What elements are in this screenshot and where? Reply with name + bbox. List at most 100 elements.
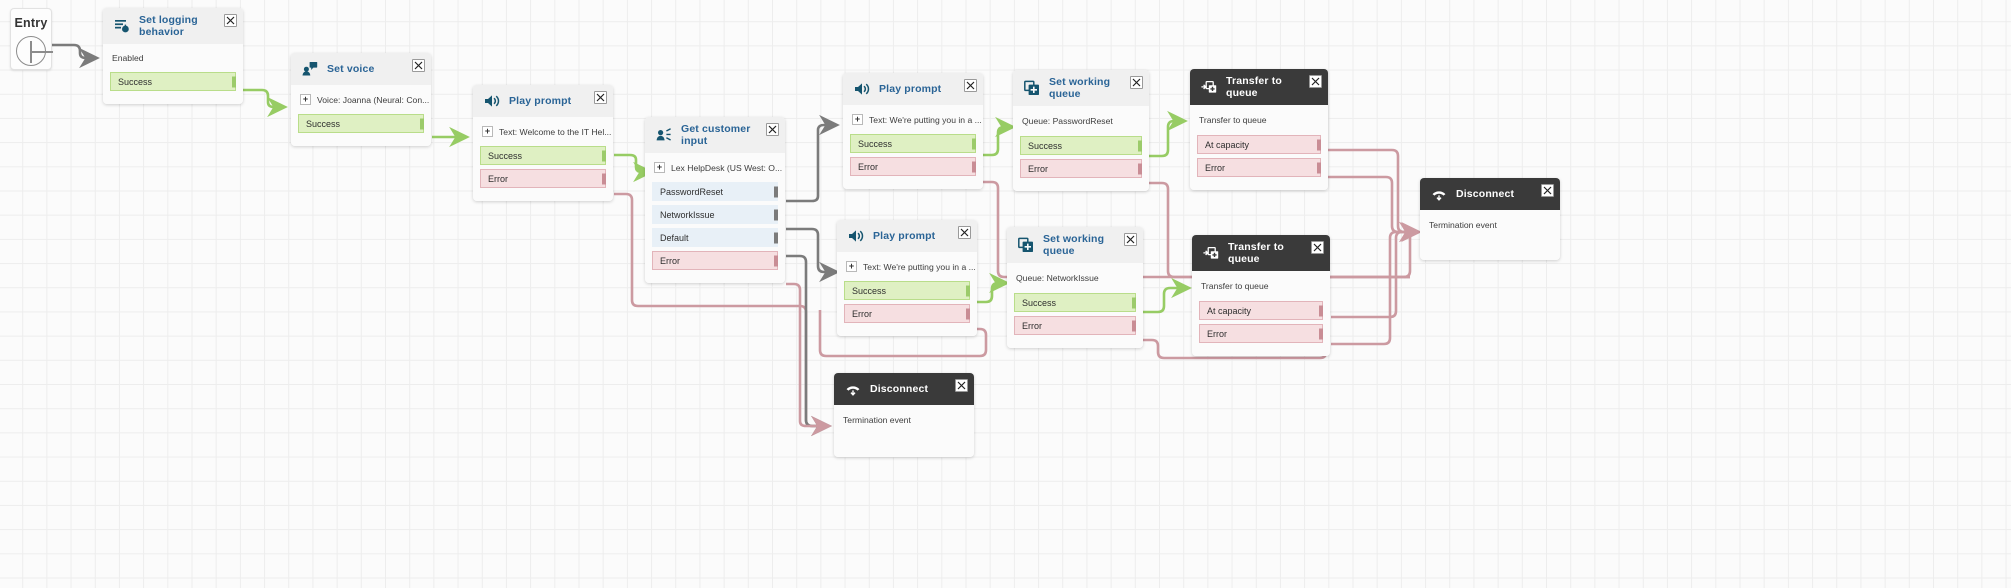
- branch-port[interactable]: [602, 173, 606, 184]
- node-body: Transfer to queue At capacity Error: [1192, 271, 1330, 356]
- branch-success[interactable]: Success: [110, 72, 236, 91]
- node-header: Transfer to queue: [1190, 69, 1328, 105]
- node-header: Set logging behavior: [103, 8, 243, 44]
- branch-at-capacity[interactable]: At capacity: [1197, 135, 1321, 154]
- node-param[interactable]: + Voice: Joanna (Neural: Con...: [291, 85, 431, 114]
- branch-label: Error: [858, 161, 878, 172]
- close-icon[interactable]: [1124, 233, 1137, 246]
- branch-default[interactable]: Default: [652, 228, 778, 247]
- disconnect-icon: [1429, 184, 1449, 204]
- node-disconnect-bottom[interactable]: Disconnect Termination event: [834, 373, 974, 457]
- node-param-text: Queue: NetworkIssue: [1016, 273, 1099, 283]
- node-param-text: Voice: Joanna (Neural: Con...: [317, 94, 430, 105]
- close-icon[interactable]: [1311, 241, 1324, 254]
- node-play-prompt-network-queue[interactable]: Play prompt + Text: We're putting you in…: [837, 220, 977, 336]
- expand-plus-icon[interactable]: +: [482, 126, 493, 137]
- branch-port[interactable]: [1138, 140, 1142, 151]
- speaker-icon: [482, 91, 502, 111]
- node-disconnect-right[interactable]: Disconnect Termination event: [1420, 178, 1560, 260]
- branch-port[interactable]: [420, 118, 424, 129]
- branch-error[interactable]: Error: [1199, 324, 1323, 343]
- branch-success[interactable]: Success: [298, 114, 424, 133]
- branch-networkissue[interactable]: NetworkIssue: [652, 205, 778, 224]
- wire-transfer-net-error: [1331, 230, 1416, 346]
- branch-success[interactable]: Success: [850, 134, 976, 153]
- close-icon[interactable]: [964, 79, 977, 92]
- node-play-prompt-password-queue[interactable]: Play prompt + Text: We're putting you in…: [843, 73, 983, 189]
- branch-port[interactable]: [232, 76, 236, 87]
- branch-port[interactable]: [774, 209, 778, 220]
- node-set-logging-behavior[interactable]: Set logging behavior Enabled Success: [103, 8, 243, 104]
- branch-port[interactable]: [972, 138, 976, 149]
- node-param[interactable]: + Text: We're putting you in a ...: [843, 105, 983, 134]
- branch-at-capacity[interactable]: At capacity: [1199, 301, 1323, 320]
- close-icon[interactable]: [955, 379, 968, 392]
- close-icon[interactable]: [1309, 75, 1322, 88]
- branch-passwordreset[interactable]: PasswordReset: [652, 182, 778, 201]
- branch-error[interactable]: Error: [850, 157, 976, 176]
- branch-port[interactable]: [774, 186, 778, 197]
- close-icon[interactable]: [224, 14, 237, 27]
- node-title: Set working queue: [1043, 233, 1105, 257]
- node-param[interactable]: + Lex HelpDesk (US West: O...: [645, 153, 785, 182]
- close-icon[interactable]: [412, 59, 425, 72]
- branch-port[interactable]: [1317, 139, 1321, 150]
- close-icon[interactable]: [1130, 76, 1143, 89]
- entry-node[interactable]: Entry: [10, 8, 53, 70]
- wire-entry-to-logging: [51, 43, 100, 69]
- branch-port[interactable]: [1132, 297, 1136, 308]
- expand-plus-icon[interactable]: +: [852, 114, 863, 125]
- branch-error[interactable]: Error: [480, 169, 606, 188]
- branch-label: Success: [488, 150, 523, 161]
- node-transfer-to-queue-password[interactable]: Transfer to queue Transfer to queue At c…: [1190, 69, 1328, 190]
- node-param-text: Termination event: [843, 415, 911, 425]
- node-header: Play prompt: [837, 220, 977, 252]
- node-title: Set logging behavior: [139, 14, 198, 38]
- node-param[interactable]: Enabled: [103, 44, 243, 72]
- branch-error[interactable]: Error: [652, 251, 778, 270]
- node-header: Play prompt: [473, 85, 613, 117]
- node-param[interactable]: + Text: We're putting you in a ...: [837, 252, 977, 281]
- branch-error[interactable]: Error: [844, 304, 970, 323]
- branch-port[interactable]: [1138, 163, 1142, 174]
- node-title: Play prompt: [509, 95, 572, 107]
- close-icon[interactable]: [766, 123, 779, 136]
- node-header: Disconnect: [834, 373, 974, 405]
- node-set-working-queue-password[interactable]: Set working queue Queue: PasswordReset S…: [1013, 70, 1149, 191]
- branch-success[interactable]: Success: [844, 281, 970, 300]
- node-set-voice[interactable]: Set voice + Voice: Joanna (Neural: Con..…: [291, 53, 431, 146]
- branch-success[interactable]: Success: [1014, 293, 1136, 312]
- branch-success[interactable]: Success: [1020, 136, 1142, 155]
- node-title: Set working queue: [1049, 76, 1111, 100]
- branch-label: NetworkIssue: [660, 209, 715, 220]
- branch-port[interactable]: [1319, 328, 1323, 339]
- branch-success[interactable]: Success: [480, 146, 606, 165]
- close-icon[interactable]: [594, 91, 607, 104]
- node-play-prompt-welcome[interactable]: Play prompt + Text: Welcome to the IT He…: [473, 85, 613, 201]
- close-icon[interactable]: [958, 226, 971, 239]
- branch-port[interactable]: [774, 232, 778, 243]
- branch-port[interactable]: [1319, 305, 1323, 316]
- node-transfer-to-queue-network[interactable]: Transfer to queue Transfer to queue At c…: [1192, 235, 1330, 356]
- branch-port[interactable]: [966, 308, 970, 319]
- node-param[interactable]: + Text: Welcome to the IT Hel...: [473, 117, 613, 146]
- branch-port[interactable]: [1132, 320, 1136, 331]
- wire-setqueue-pw-to-transfer: [1148, 110, 1188, 158]
- branch-port[interactable]: [774, 255, 778, 266]
- close-icon[interactable]: [1541, 184, 1554, 197]
- expand-plus-icon[interactable]: +: [654, 162, 665, 173]
- expand-plus-icon[interactable]: +: [846, 261, 857, 272]
- expand-plus-icon[interactable]: +: [300, 94, 311, 105]
- branch-error[interactable]: Error: [1020, 159, 1142, 178]
- branch-port[interactable]: [972, 161, 976, 172]
- branch-error[interactable]: Error: [1014, 316, 1136, 335]
- branch-port[interactable]: [966, 285, 970, 296]
- branch-label: Error: [1022, 320, 1042, 331]
- branch-error[interactable]: Error: [1197, 158, 1321, 177]
- node-set-working-queue-network[interactable]: Set working queue Queue: NetworkIssue Su…: [1007, 227, 1143, 348]
- branch-port[interactable]: [1317, 162, 1321, 173]
- node-get-customer-input[interactable]: Get customer input + Lex HelpDesk (US We…: [645, 117, 785, 283]
- node-param-text: Text: Welcome to the IT Hel...: [499, 126, 612, 137]
- branch-port[interactable]: [602, 150, 606, 161]
